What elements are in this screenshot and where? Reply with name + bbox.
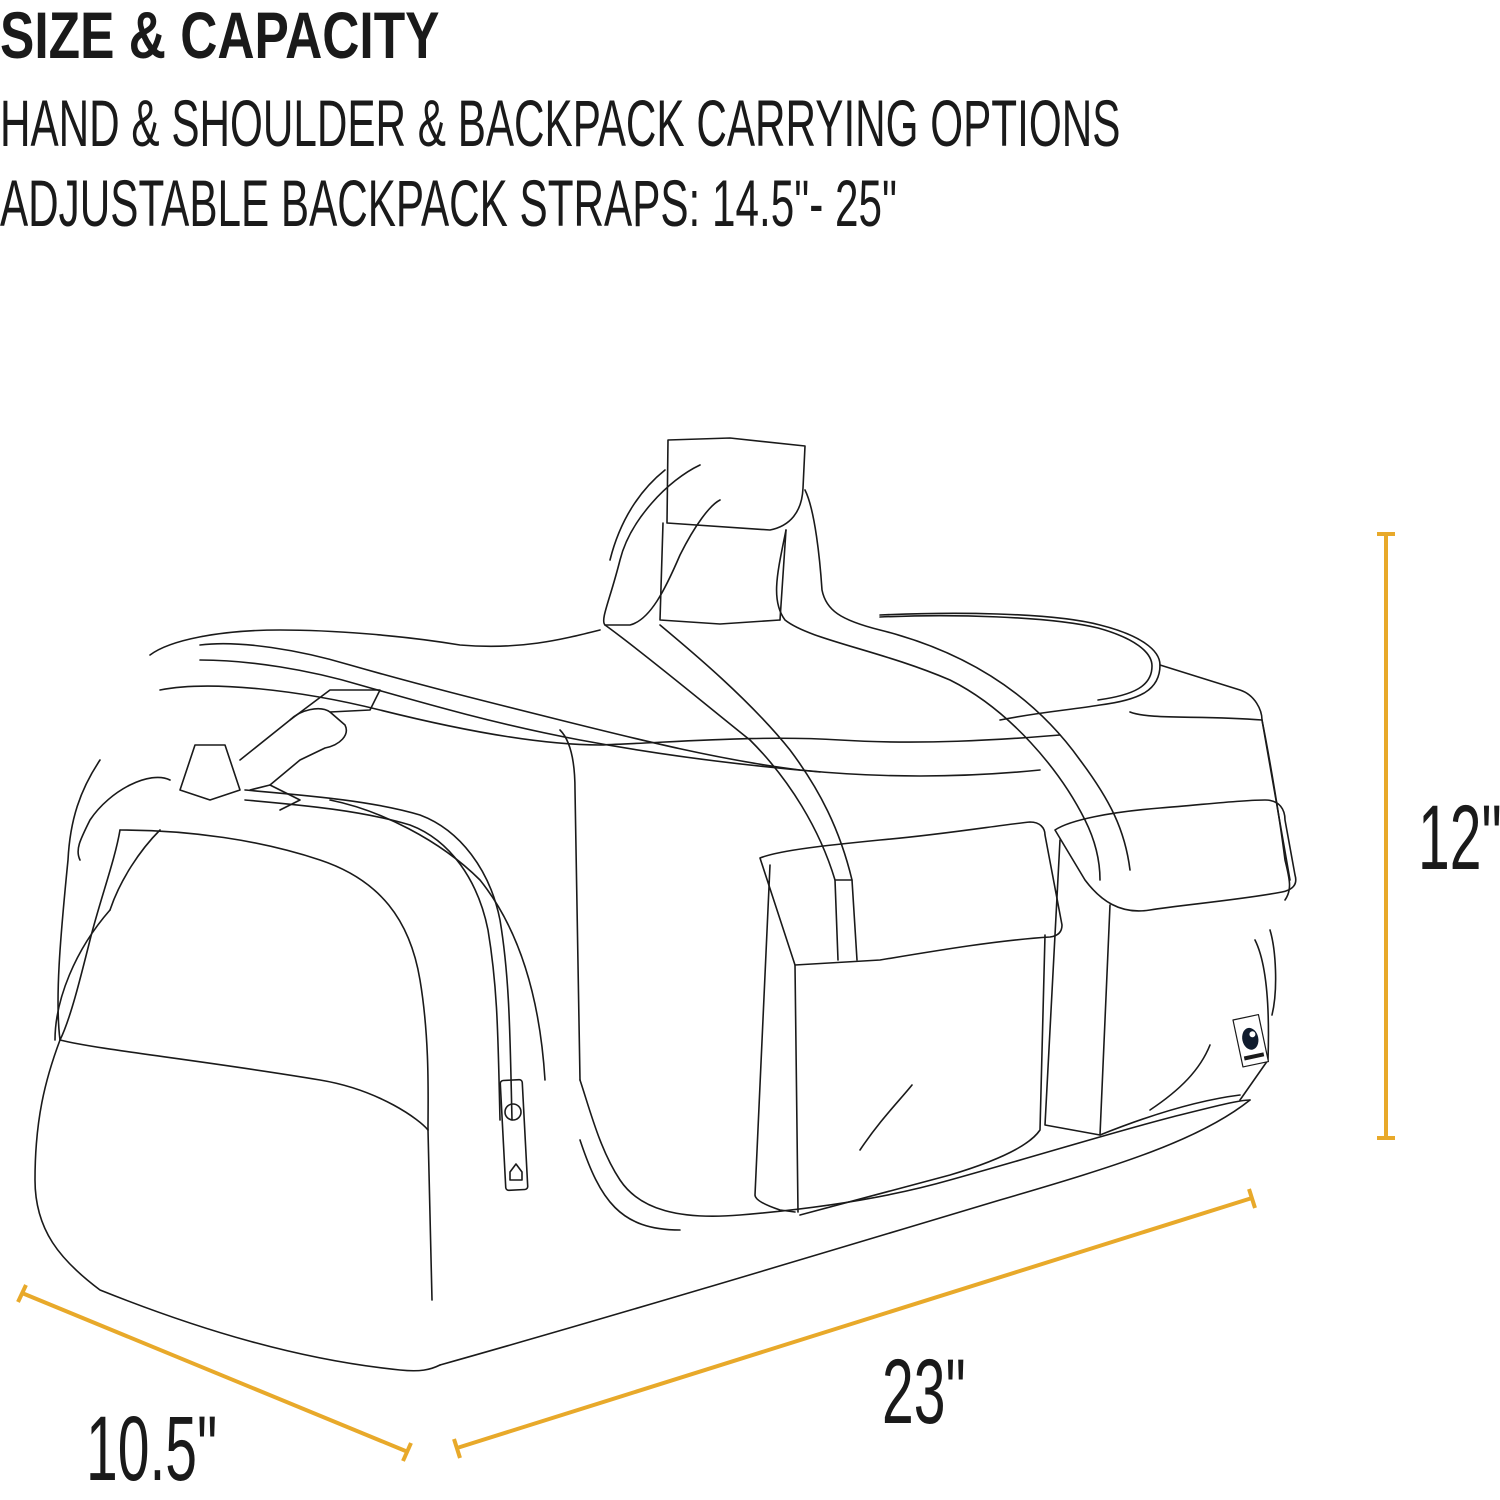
handle-pad [666, 437, 806, 531]
front-pocket-left [759, 821, 1063, 966]
depth-dimension-label: 10.5" [86, 1398, 218, 1500]
carry-options-text: HAND & SHOULDER & BACKPACK CARRYING OPTI… [0, 86, 1121, 160]
bag-outline [34, 437, 1297, 1372]
right-end-panel [1159, 664, 1291, 881]
left-end-pocket [59, 829, 121, 1041]
top-zip-panel [149, 629, 601, 656]
bottom-edge [439, 1099, 1251, 1366]
shoulder-strap-clip [77, 776, 171, 861]
brand-tag [1232, 1013, 1270, 1068]
zipper-track [244, 789, 513, 1121]
depth-dimension-line [16, 1284, 413, 1462]
strap-range-text: ADJUSTABLE BACKPACK STRAPS: 14.5"- 25" [0, 166, 898, 240]
length-dimension-line [452, 1188, 1257, 1459]
length-dimension-label: 23" [882, 1341, 966, 1443]
dimension-lines [16, 532, 1395, 1462]
front-pocket-right [1054, 799, 1297, 912]
zipper-pull [499, 1078, 529, 1192]
header-title: SIZE & CAPACITY [0, 0, 440, 72]
main-body-front [559, 729, 581, 1081]
handle-strap-right [804, 489, 1131, 871]
height-dimension-line [1377, 532, 1395, 1140]
height-dimension-label: 12" [1418, 787, 1500, 889]
